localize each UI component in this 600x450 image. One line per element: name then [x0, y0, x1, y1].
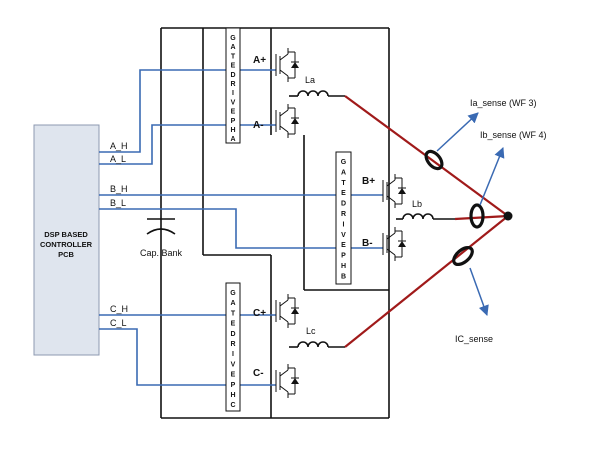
- phase-outputs: [289, 90, 455, 348]
- motor-neutral-node: [503, 211, 513, 221]
- gate-drive-phc-letter: V: [231, 361, 236, 368]
- gate-drive-phb-letter: D: [341, 201, 346, 208]
- igbt-c-plus: [275, 294, 299, 328]
- gate-drive-phb-letter: A: [341, 169, 346, 176]
- inductor-label-lb: Lb: [412, 199, 422, 209]
- gate-drive-phc-letter: C: [230, 402, 235, 409]
- gate-drive-phc-letter: A: [230, 300, 235, 307]
- gate-drive-phb-letter: P: [341, 253, 346, 260]
- gate-drive-pha-letter: H: [230, 127, 235, 134]
- sense-label-ic: IC_sense: [455, 334, 493, 344]
- gate-drive-pha-letter: A: [230, 136, 235, 143]
- switch-label-a-plus: A+: [253, 55, 266, 66]
- gate-drive-pha-letter: D: [230, 72, 235, 79]
- gate-drive-pha-letter: T: [231, 53, 236, 60]
- gate-drive-phc-letter: I: [232, 351, 234, 358]
- dsp-controller-pcb: DSP BASED CONTROLLER PCB: [33, 124, 100, 356]
- igbt-a-minus: [275, 104, 299, 138]
- gate-drive-pha-letter: A: [230, 44, 235, 51]
- gate-drive-phc-letter: G: [230, 290, 236, 297]
- switch-label-c-plus: C+: [253, 308, 266, 319]
- current-sensor-ib: [469, 203, 485, 229]
- signal-label-b-l: B_L: [110, 198, 126, 208]
- sense-label-ib: Ib_sense (WF 4): [480, 130, 547, 140]
- current-sensors: [424, 149, 485, 267]
- gate-drive-phc-letter: H: [230, 392, 235, 399]
- igbt-b-minus: [382, 227, 406, 261]
- capacitor-label: Cap. Bank: [140, 248, 183, 258]
- gate-signal-wires: [99, 69, 383, 386]
- gate-drive-phb-letter: R: [341, 211, 346, 218]
- signal-label-a-h: A_H: [110, 141, 128, 151]
- capacitor-bank: Cap. Bank: [140, 218, 183, 258]
- signal-label-b-h: B_H: [110, 184, 128, 194]
- signal-label-c-h: C_H: [110, 304, 128, 314]
- gate-drive-phc-letter: P: [231, 382, 236, 389]
- gate-drive-phc-letter: T: [231, 310, 236, 317]
- igbt-switches: [275, 48, 406, 398]
- current-sensor-ia: [424, 149, 444, 171]
- gate-drive-pha-letter: E: [231, 109, 236, 116]
- dc-bus-frame: [160, 27, 390, 419]
- igbt-c-minus: [275, 364, 299, 398]
- igbt-b-plus: [382, 174, 406, 208]
- gate-drive-pha-letter: G: [230, 35, 236, 42]
- gate-drive-phc-letter: E: [231, 321, 236, 328]
- gate-drive-phb-letter: H: [341, 263, 346, 270]
- signal-labels: A_H A_L B_H B_L C_H C_L: [110, 141, 128, 328]
- sense-labels: Ia_sense (WF 3) Ib_sense (WF 4) IC_sense: [455, 98, 547, 344]
- current-sensor-ic: [452, 245, 474, 267]
- gate-drive-phb-letter: G: [341, 159, 347, 166]
- gate-drive-phb-letter: V: [341, 232, 346, 239]
- gate-drive-pha-letter: P: [231, 118, 236, 125]
- signal-label-a-l: A_L: [110, 154, 126, 164]
- igbt-a-plus: [275, 48, 299, 82]
- gate-drive-phb-letter: T: [341, 180, 346, 187]
- switch-label-b-minus: B-: [362, 238, 373, 249]
- controller-label-line-3: PCB: [58, 250, 74, 259]
- gate-drive-pha-letter: E: [231, 63, 236, 70]
- gate-drive-pha-letter: I: [232, 90, 234, 97]
- inductor-label-la: La: [305, 75, 315, 85]
- inductor-label-lc: Lc: [306, 326, 316, 336]
- sense-arrows: [436, 112, 505, 316]
- sense-label-ia: Ia_sense (WF 3): [470, 98, 537, 108]
- gate-drive-phb-letter: E: [341, 190, 346, 197]
- controller-label-line-2: CONTROLLER: [40, 240, 93, 249]
- switch-label-a-minus: A-: [253, 120, 264, 131]
- gate-drive-pha-letter: V: [231, 99, 236, 106]
- gate-drive-pha-letter: R: [230, 81, 235, 88]
- gate-drive-phb-letter: B: [341, 273, 346, 280]
- gate-drive-phb-letter: E: [341, 242, 346, 249]
- switch-label-c-minus: C-: [253, 368, 264, 379]
- inductor-labels: La Lb Lc: [305, 75, 422, 336]
- gate-drive-phb-letter: I: [343, 221, 345, 228]
- gate-drive-phc-letter: D: [230, 331, 235, 338]
- gate-drive-phc-letter: E: [231, 372, 236, 379]
- switch-labels: A+ A- B+ B- C+ C-: [253, 55, 375, 379]
- signal-label-c-l: C_L: [110, 318, 127, 328]
- switch-label-b-plus: B+: [362, 176, 375, 187]
- controller-label-line-1: DSP BASED: [44, 230, 88, 239]
- gate-drive-phc-letter: R: [230, 341, 235, 348]
